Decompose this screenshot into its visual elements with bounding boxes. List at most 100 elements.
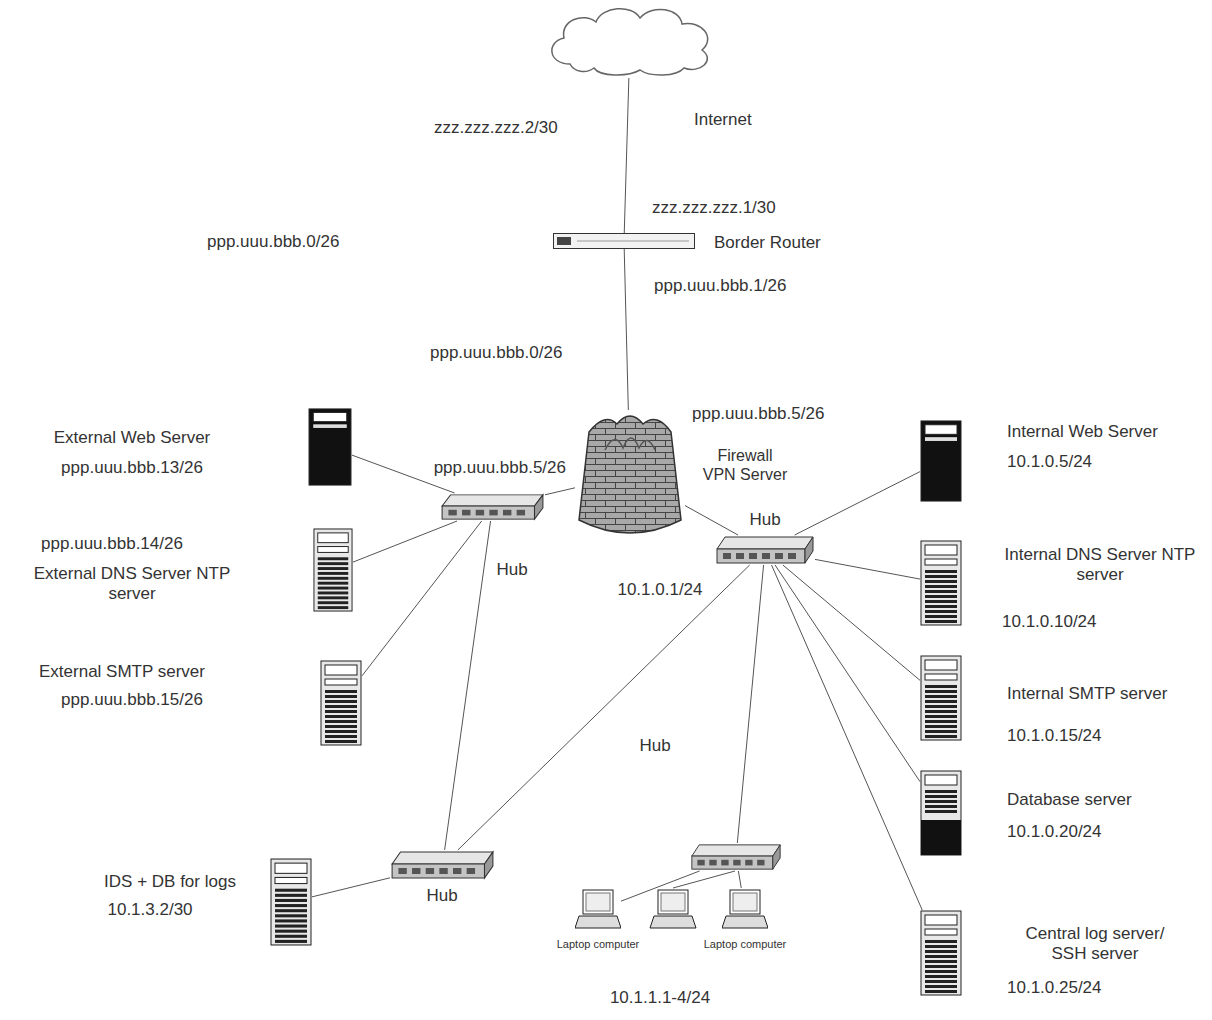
server-panel [313,413,347,422]
server-stripe [925,705,957,708]
hub-front [717,549,805,563]
server-stripe [325,690,357,693]
server-stripe [275,894,307,897]
node-label: External DNS Server NTP server [30,564,234,605]
server-stripe [925,985,957,988]
server-stripe [925,585,957,588]
server-stripe [275,940,307,943]
node-label: Central log server/ SSH server [1006,924,1185,965]
laptop-base [650,916,696,928]
hub: Hub [690,843,782,871]
hub-icon [715,535,815,565]
network-link [685,506,738,535]
server-case [314,529,352,611]
laptop-icon [722,888,768,932]
server-icon [920,910,962,996]
hub: Hub [440,493,545,521]
hub-port [398,868,406,874]
network-link [445,521,491,850]
server-stripe [925,980,957,983]
node-label: 10.1.0.5/24 [1005,452,1094,472]
hub-front [442,506,534,519]
cloud-icon [540,2,720,78]
network-link [362,521,482,676]
network-link [353,521,457,562]
server-stripe [318,601,348,604]
server-case [921,421,961,501]
hub-port [448,510,456,516]
server: Database server10.1.0.20/24 [920,770,962,856]
hub-side [773,845,780,869]
server: Central log server/ SSH server10.1.0.25/… [920,910,962,996]
server-stripe [925,970,957,973]
server-case [921,771,961,855]
server-icon [313,528,353,612]
server-stripe [275,935,307,938]
server-stripe [925,685,957,688]
server-stripe [925,805,957,808]
server-panel [925,775,957,785]
server-stripe [925,720,957,723]
server-icon [270,858,312,946]
node-label: 10.1.0.15/24 [1005,726,1104,746]
server-stripe [325,735,357,738]
node-label: Border Router [712,233,823,253]
hub-icon [440,493,545,521]
server: External Web Serverppp.uuu.bbb.13/26 [308,408,352,486]
hub-port [749,553,757,559]
server-panel [925,545,957,555]
hub-port [476,510,484,516]
server-case [921,656,961,740]
hub-port [775,553,783,559]
server-icon [920,770,962,856]
server-panel [925,425,957,435]
hub-port [462,510,470,516]
server-stripe [325,695,357,698]
laptop-base [575,916,621,928]
server-stripe [925,950,957,953]
network-link [815,559,920,579]
server-stripe [925,690,957,693]
server-stripe [318,606,348,609]
node-label: Laptop computer [702,938,789,951]
server-case [271,859,311,945]
router-icon [553,233,695,249]
server: IDS + DB for logs10.1.3.2/30 [270,858,312,946]
server: Internal DNS Server NTP server10.1.0.10/… [920,540,962,626]
hub-port [762,553,770,559]
node-label: Internet [692,110,754,130]
server: Internal Web Server10.1.0.5/24 [920,420,962,502]
hub-port [757,860,764,866]
laptop-icon [575,888,621,932]
node-label: Firewall VPN Server [697,446,793,484]
server-stripe [925,735,957,738]
server-stripe [925,575,957,578]
server-stripe [925,810,957,813]
address-label: ppp.uuu.bbb.1/26 [652,276,788,296]
server-panel [925,660,957,670]
hub-front [392,864,484,878]
hub-front [692,856,773,869]
hub: Hub [715,535,815,565]
server-stripe [325,705,357,708]
laptop-display [661,893,685,911]
server-case [921,911,961,995]
router-panel [557,237,571,245]
internet-cloud: Internet [540,2,720,78]
laptop: Laptop computer [575,888,621,932]
hub-port [745,860,752,866]
hub-top [392,852,493,864]
server-stripe [925,600,957,603]
hub-side [805,537,813,563]
server-stripe [925,710,957,713]
laptop-screen [583,890,613,914]
hub-icon [390,850,495,880]
server-stripe [925,960,957,963]
laptop-screen [658,890,688,914]
address-label: 10.1.0.1/24 [615,580,704,600]
server-stripe [925,580,957,583]
node-label: 10.1.0.25/24 [1005,978,1104,998]
server-stripe [925,725,957,728]
laptop-screen [730,890,760,914]
server-stripe [925,700,957,703]
